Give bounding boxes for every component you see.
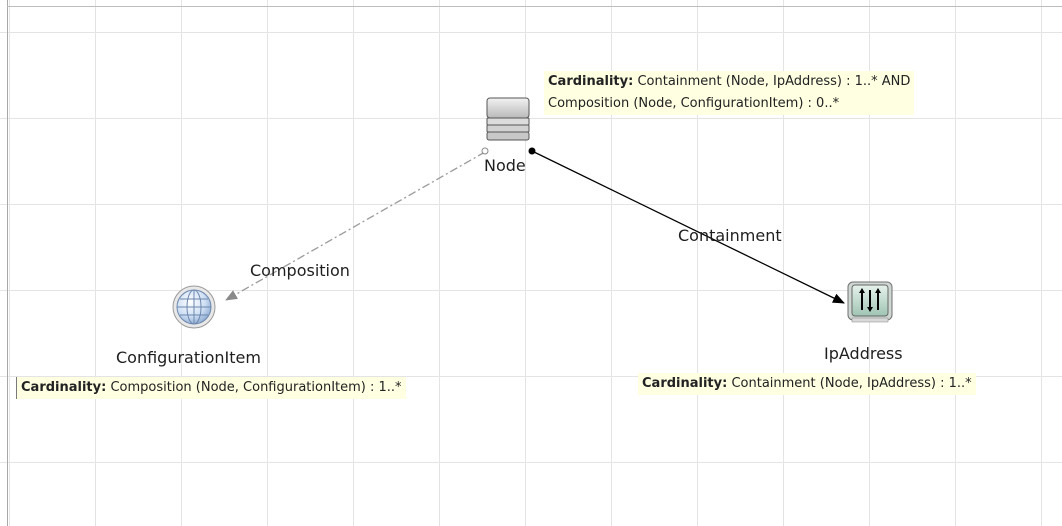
ip-address-label: IpAddress — [824, 344, 903, 363]
tooltip-line-2: Composition (Node, ConfigurationItem) : … — [548, 96, 840, 111]
tooltip-heading: Cardinality: — [548, 74, 634, 89]
ip-address-cardinality-tooltip: Cardinality: Containment (Node, IpAddres… — [638, 373, 976, 395]
node-cardinality-tooltip: Cardinality: Containment (Node, IpAddres… — [544, 71, 915, 115]
node-server-icon[interactable] — [485, 96, 531, 144]
tooltip-text: Containment (Node, IpAddress) : 1..* — [731, 376, 972, 391]
tooltip-heading: Cardinality: — [642, 376, 728, 391]
tooltip-line-1: Containment (Node, IpAddress) : 1..* AND — [637, 74, 911, 89]
composition-link[interactable] — [225, 151, 486, 301]
composition-link-label: Composition — [250, 261, 350, 280]
containment-link-source-dot — [528, 147, 536, 155]
canvas-left-border — [7, 0, 8, 526]
containment-link[interactable] — [531, 150, 845, 304]
tooltip-text: Composition (Node, ConfigurationItem) : … — [110, 380, 402, 395]
composition-link-source-dot — [481, 147, 489, 155]
configuration-item-cardinality-tooltip: Cardinality: Composition (Node, Configur… — [16, 377, 406, 399]
canvas-top-border — [7, 6, 1062, 7]
containment-link-label: Containment — [678, 226, 782, 245]
tooltip-heading: Cardinality: — [21, 380, 107, 395]
configuration-item-globe-icon[interactable] — [171, 284, 217, 330]
configuration-item-label: ConfigurationItem — [116, 348, 261, 367]
ip-address-icon[interactable] — [845, 280, 895, 326]
node-label: Node — [484, 156, 526, 175]
